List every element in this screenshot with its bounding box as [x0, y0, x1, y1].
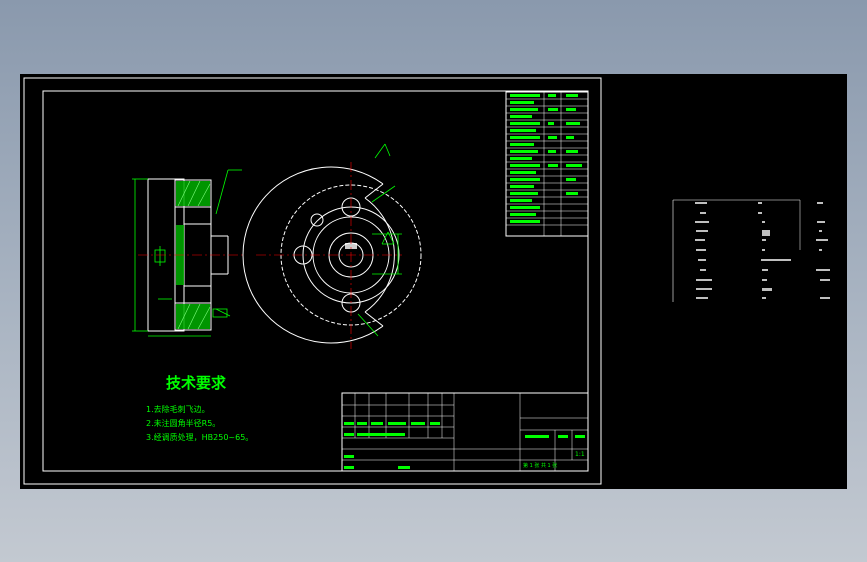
title-block-sheet-info: 第 1 张 共 1 张 — [523, 462, 557, 469]
side-section-view — [132, 169, 244, 337]
loose-parameter-list — [672, 199, 830, 302]
front-view — [242, 143, 422, 349]
tech-note-1: 1.去除毛刺飞边。 — [146, 404, 210, 414]
technical-requirements: 技术要求 1.去除毛刺飞边。 2.未注圆角半径R5。 3.经调质处理，HB250… — [146, 374, 253, 442]
tech-note-3: 3.经调质处理，HB250~65。 — [146, 432, 253, 442]
title-block: 1:1 第 1 张 共 1 张 — [341, 392, 589, 472]
sheet-inner-frame — [42, 90, 589, 472]
title-block-scale: 1:1 — [575, 451, 585, 458]
cad-drawing-canvas: 技术要求 1.去除毛刺飞边。 2.未注圆角半径R5。 3.经调质处理，HB250… — [23, 77, 830, 485]
cad-viewport[interactable]: 技术要求 1.去除毛刺飞边。 2.未注圆角半径R5。 3.经调质处理，HB250… — [20, 74, 847, 489]
gear-parameter-table — [505, 91, 589, 237]
sheet-outer-frame — [23, 77, 602, 485]
tech-requirements-title: 技术要求 — [166, 374, 227, 392]
tech-note-2: 2.未注圆角半径R5。 — [146, 418, 220, 428]
